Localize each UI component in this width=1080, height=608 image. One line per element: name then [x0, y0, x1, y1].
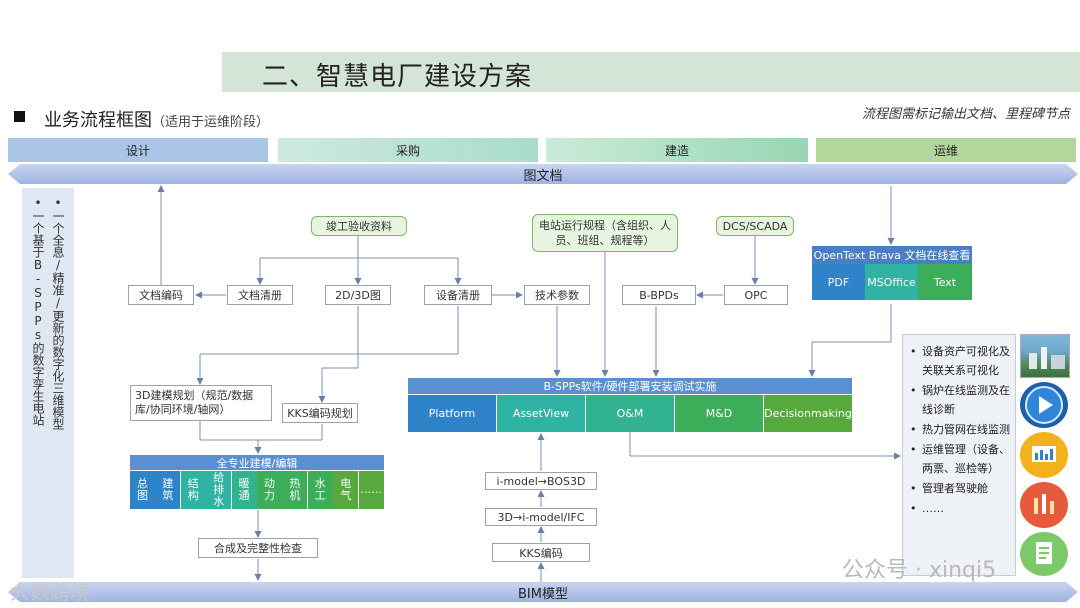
- imodel-bos3d-box: i-model→BOS3D: [485, 472, 597, 490]
- modeling-cell: 水工: [307, 471, 333, 509]
- bspps-platform: Platform: [408, 395, 496, 432]
- watermark-right: 公众号 · xinqi5: [842, 558, 997, 583]
- modeling-cell: 结构: [180, 471, 206, 509]
- play-button-icon: [1020, 382, 1068, 428]
- document-icon: [1020, 532, 1068, 576]
- dcs-scada-box: DCS/SCADA: [716, 216, 794, 236]
- bspps-decisionmaking: Decisionmaking: [764, 395, 852, 432]
- phase-operation: 运维: [816, 138, 1076, 162]
- ops-list-item: ……: [908, 499, 1016, 518]
- phase-construction: 建造: [546, 138, 808, 162]
- left-panel-col2: •一个全息/精准/更新的数字化三维模型: [51, 196, 65, 430]
- bspps-assetview: AssetView: [497, 395, 585, 432]
- equipment-list-box: 设备清册: [424, 285, 492, 305]
- ops-list-item: 设备资产可视化及关联关系可视化: [908, 342, 1016, 380]
- drawing-2d3d-box: 2D/3D图: [325, 285, 391, 305]
- document-bar: 图文档: [8, 164, 1078, 184]
- modeling-cell: 建筑: [155, 471, 181, 509]
- section-heading-note: （适用于运维阶段）: [152, 115, 270, 130]
- left-panel-col1: •一个基于B-SPPs的数字孪生电站: [31, 196, 45, 426]
- operation-rules-box: 电站运行规程（含组织、人员、班组、规程等）: [532, 214, 678, 252]
- modeling-cell: 暖通: [231, 471, 257, 509]
- completion-docs-box: 竣工验收资料: [311, 216, 407, 236]
- title-band: [222, 52, 1080, 92]
- integrity-check-box: 合成及完整性检查: [198, 538, 318, 558]
- opentext-pdf: PDF: [812, 264, 865, 300]
- modeling-plan-box: 3D建模规划（规范/数据库/协同环境/轴网）: [130, 385, 272, 421]
- modeling-cell: 热机: [282, 471, 308, 509]
- bspps-om: O&M: [586, 395, 674, 432]
- imodel-ifc-box: 3D→i-model/IFC: [485, 508, 597, 526]
- bspps-title: B-SPPs软件/硬件部署安装调试实施: [408, 378, 852, 394]
- opc-box: OPC: [724, 285, 788, 305]
- flowchart-note: 流程图需标记输出文档、里程碑节点: [861, 107, 1070, 122]
- page-title: 二、智慧电厂建设方案: [262, 62, 533, 92]
- bim-model-bar: BIM模型: [8, 582, 1078, 602]
- section-heading-main: 业务流程框图: [44, 110, 152, 131]
- doc-code-box: 文档编码: [128, 285, 194, 305]
- modeling-cell: 动力: [257, 471, 282, 509]
- phase-design: 设计: [8, 138, 268, 162]
- phase-procurement: 采购: [278, 138, 538, 162]
- doc-list-box: 文档清册: [227, 285, 293, 305]
- ops-list-item: 管理者驾驶舱: [908, 479, 1016, 498]
- modeling-cell: 电气: [333, 471, 359, 509]
- kks-plan-box: KKS编码规划: [282, 403, 358, 423]
- b-bpds-box: B-BPDs: [622, 285, 696, 305]
- chart-icon: [1020, 482, 1068, 528]
- ops-list-item: 热力管网在线监测: [908, 420, 1016, 439]
- section-heading: 业务流程框图（适用于运维阶段）: [44, 106, 269, 132]
- modeling-cell: 给排水: [206, 471, 232, 509]
- modeling-title: 全专业建模/编辑: [130, 455, 384, 470]
- opentext-title: OpenText Brava 文档在线查看: [812, 246, 972, 264]
- power-plant-thumbnail-icon: [1020, 334, 1070, 378]
- ops-list: 设备资产可视化及关联关系可视化锅炉在线监测及在线诊断热力管网在线监测运维管理（设…: [908, 342, 1016, 519]
- modeling-cell: 总图: [130, 471, 155, 509]
- opentext-msoffice: MSOffice: [865, 264, 918, 300]
- bullet-square-icon: [14, 111, 25, 122]
- tech-params-box: 技术参数: [524, 285, 590, 305]
- kks-code-box: KKS编码: [492, 543, 590, 562]
- ops-list-item: 运维管理（设备、两票、巡检等）: [908, 440, 1016, 478]
- watermark-left: 大数跨境: [10, 580, 90, 604]
- opentext-text: Text: [918, 264, 972, 300]
- bspps-md: M&D: [675, 395, 763, 432]
- modeling-cell: ……: [358, 471, 384, 509]
- ops-list-item: 锅炉在线监测及在线诊断: [908, 381, 1016, 419]
- left-panel: [22, 188, 74, 578]
- dashboard-icon: [1020, 432, 1068, 478]
